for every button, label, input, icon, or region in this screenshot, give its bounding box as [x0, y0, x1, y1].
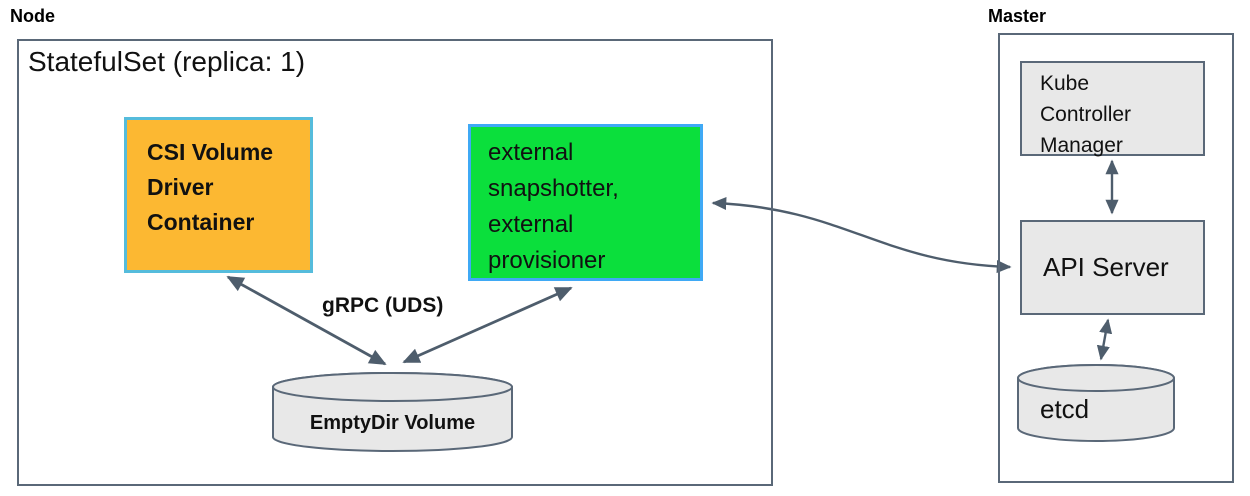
external-sidecars-box: external snapshotter, external provision…	[468, 124, 703, 281]
node-group-label: Node	[10, 6, 55, 26]
master-boundary-box	[998, 33, 1234, 483]
kcm-box-line: Manager	[1040, 134, 1123, 157]
sidecar-box-line: provisioner	[488, 247, 606, 274]
api-server-box: API Server	[1020, 220, 1205, 315]
kube-controller-manager-box: Kube Controller Manager	[1020, 61, 1205, 157]
kcm-box-line: Controller	[1040, 103, 1132, 126]
node-boundary-box	[17, 39, 773, 486]
statefulset-label: StatefulSet (replica: 1)	[28, 46, 306, 77]
etcd-label: etcd	[1040, 394, 1090, 424]
csi-box-line: Container	[147, 209, 255, 235]
csi-box-line: Driver	[147, 174, 214, 200]
emptydir-volume-label: EmptyDir Volume	[309, 412, 476, 434]
csi-volume-driver-box: CSI Volume Driver Container	[124, 117, 313, 273]
master-group-label: Master	[988, 6, 1047, 26]
sidecar-box-line: external	[488, 211, 574, 238]
grpc-uds-label: gRPC (UDS)	[322, 294, 444, 317]
api-server-label: API Server	[1043, 252, 1169, 282]
sidecar-box-line: snapshotter,	[488, 175, 619, 202]
csi-box-line: CSI Volume	[147, 139, 274, 165]
kcm-box-line: Kube	[1040, 72, 1090, 95]
sidecar-box-line: external	[488, 139, 574, 166]
